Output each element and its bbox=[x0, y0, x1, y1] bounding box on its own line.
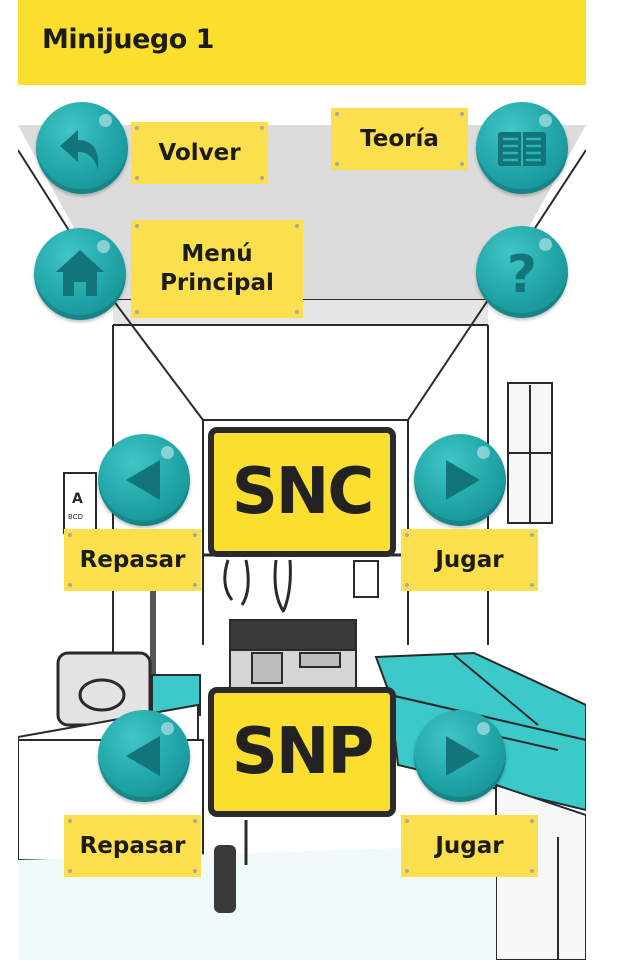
snp-sign[interactable]: SNP bbox=[208, 687, 396, 817]
svg-text:A: A bbox=[72, 491, 83, 507]
snc-review-label[interactable]: Repasar bbox=[64, 529, 201, 591]
snp-play-arrow-button[interactable] bbox=[414, 710, 506, 802]
snp-sign-text: SNP bbox=[231, 715, 375, 789]
snp-play-label-text: Jugar bbox=[435, 832, 504, 859]
snc-sign[interactable]: SNC bbox=[208, 427, 396, 557]
left-arrow-icon bbox=[126, 736, 160, 776]
snp-play-label[interactable]: Jugar bbox=[401, 815, 538, 877]
snp-review-arrow-button[interactable] bbox=[98, 710, 190, 802]
theory-label-text: Teoría bbox=[360, 125, 439, 152]
back-arrow-icon bbox=[60, 130, 99, 170]
snc-review-arrow-button[interactable] bbox=[98, 434, 190, 526]
app-header: Minijuego 1 bbox=[18, 0, 586, 85]
snc-review-label-text: Repasar bbox=[79, 546, 186, 573]
snc-play-arrow-button[interactable] bbox=[414, 434, 506, 526]
snc-play-label[interactable]: Jugar bbox=[401, 529, 538, 591]
theory-label[interactable]: Teoría bbox=[331, 108, 468, 170]
question-mark-icon: ? bbox=[507, 245, 537, 305]
snp-review-label-text: Repasar bbox=[79, 832, 186, 859]
left-arrow-icon bbox=[126, 460, 160, 500]
help-button[interactable]: ? bbox=[476, 226, 568, 318]
svg-text:?: ? bbox=[507, 245, 537, 305]
home-icon bbox=[56, 250, 104, 296]
right-arrow-icon bbox=[446, 460, 480, 500]
theory-button[interactable] bbox=[476, 102, 568, 194]
back-label[interactable]: Volver bbox=[131, 122, 268, 184]
main-menu-label[interactable]: Menú Principal bbox=[131, 220, 303, 318]
main-menu-label-line1: Menú bbox=[181, 241, 253, 268]
snc-play-label-text: Jugar bbox=[435, 546, 504, 573]
snp-review-label[interactable]: Repasar bbox=[64, 815, 201, 877]
app-screen: Minijuego 1 A B bbox=[18, 0, 586, 960]
svg-text:BCD: BCD bbox=[68, 513, 83, 521]
back-button[interactable] bbox=[36, 102, 128, 194]
back-label-text: Volver bbox=[158, 139, 241, 166]
main-menu-label-line2: Principal bbox=[160, 270, 274, 296]
main-menu-label-text: Menú Principal bbox=[160, 240, 274, 298]
home-button[interactable] bbox=[34, 228, 126, 320]
page-title: Minijuego 1 bbox=[42, 24, 214, 55]
snc-sign-text: SNC bbox=[231, 455, 375, 529]
right-arrow-icon bbox=[446, 736, 480, 776]
book-icon bbox=[498, 132, 546, 166]
